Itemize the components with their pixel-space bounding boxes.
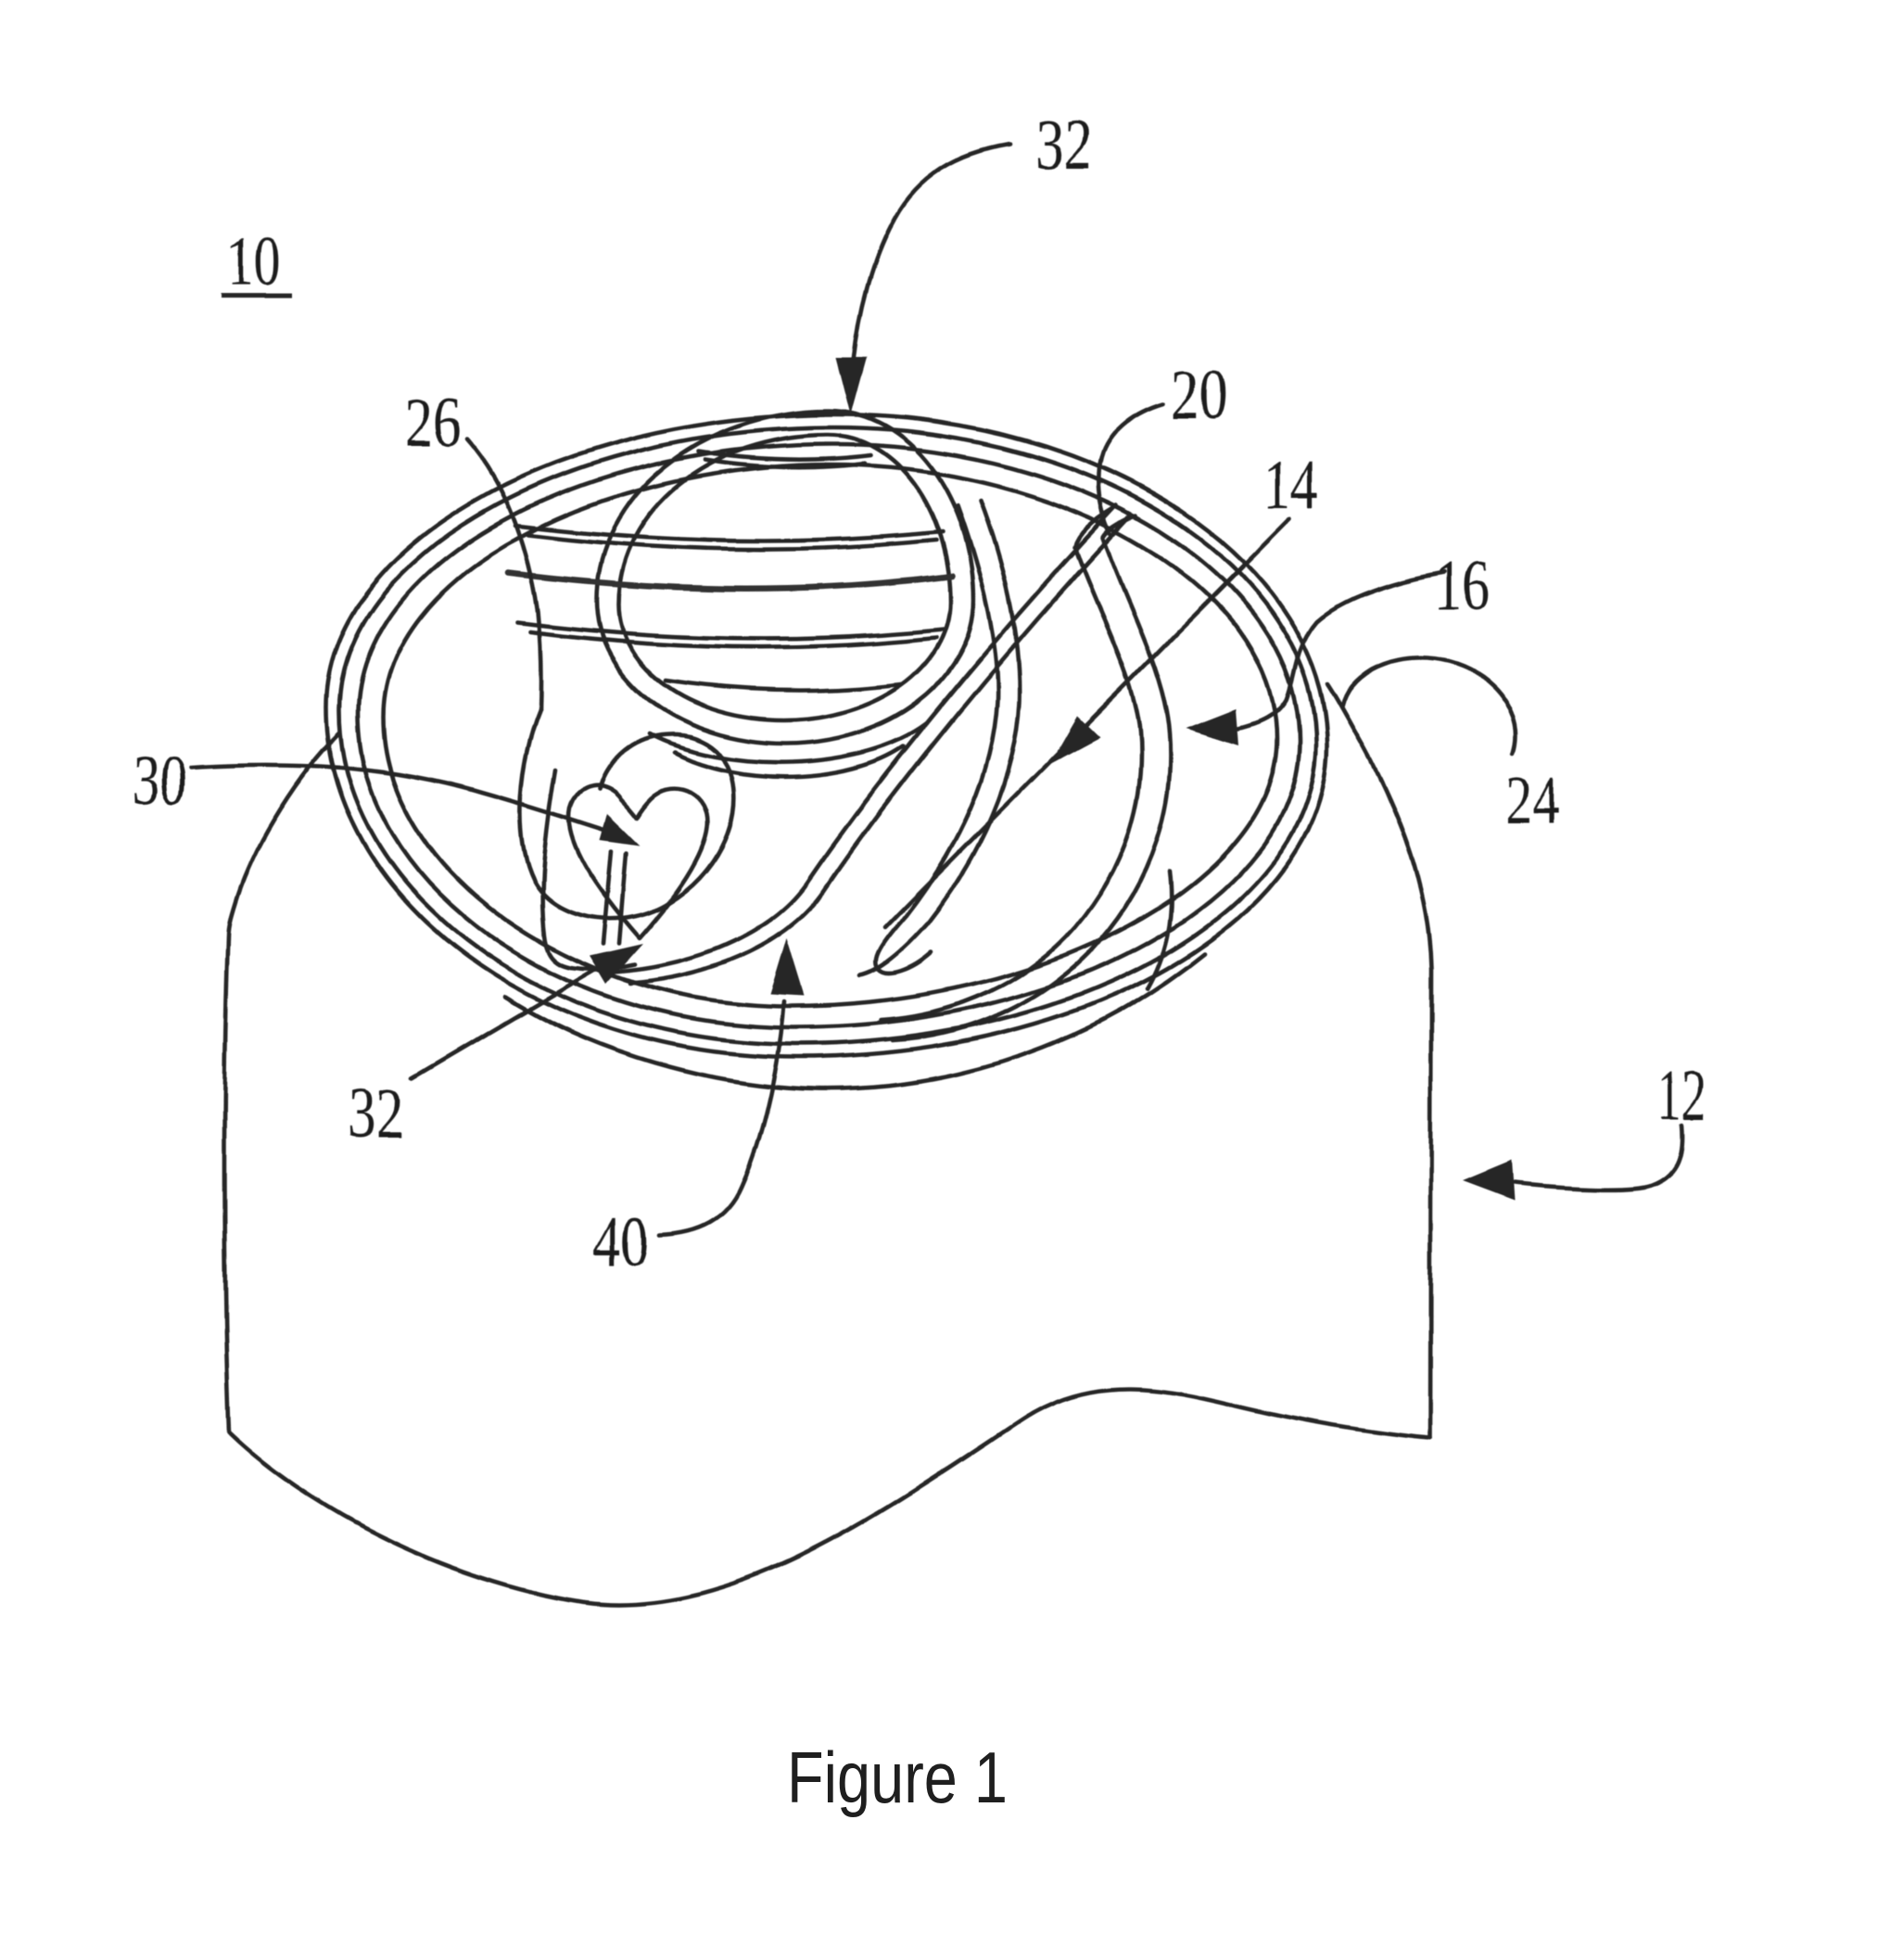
svg-text:10: 10 <box>227 223 281 300</box>
svg-text:14: 14 <box>1263 446 1319 524</box>
svg-text:24: 24 <box>1506 761 1558 839</box>
svg-text:32: 32 <box>348 1075 403 1152</box>
svg-text:26: 26 <box>405 384 462 462</box>
svg-text:20: 20 <box>1172 356 1227 434</box>
svg-text:16: 16 <box>1435 547 1490 625</box>
svg-text:12: 12 <box>1658 1057 1707 1135</box>
svg-text:Figure 1: Figure 1 <box>787 1737 1008 1818</box>
svg-text:40: 40 <box>593 1203 649 1280</box>
svg-text:30: 30 <box>133 742 186 820</box>
svg-text:32: 32 <box>1035 106 1093 184</box>
